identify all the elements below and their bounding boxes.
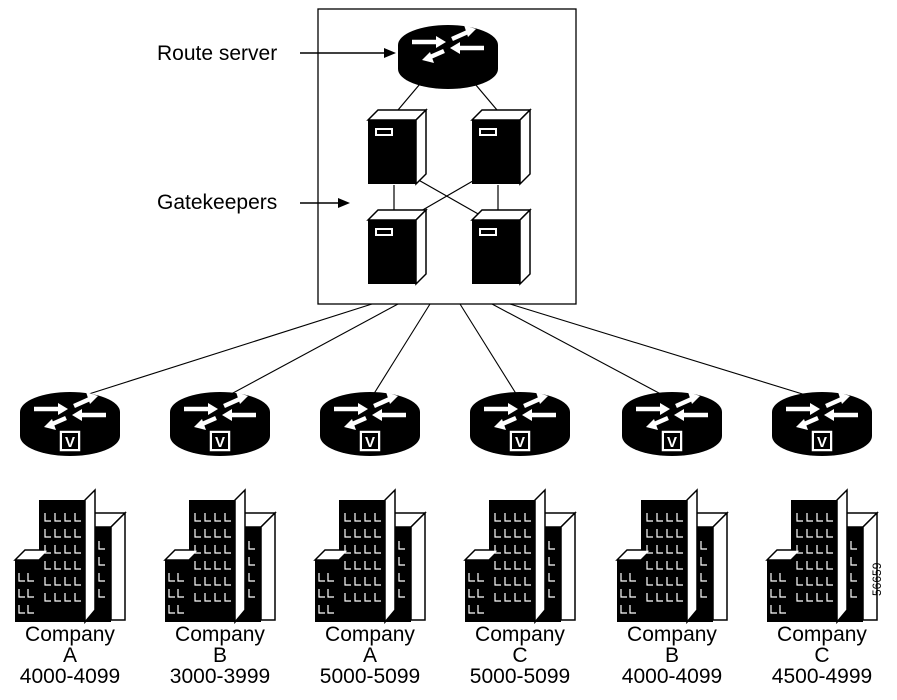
voice-badge-icon: V: [58, 429, 82, 453]
office-building-icon: [616, 489, 728, 623]
gatekeeper-server-icon: [367, 109, 427, 185]
site-letter: B: [664, 644, 679, 667]
site-links: [69, 303, 823, 401]
gatekeeper-server-icon: [471, 209, 531, 285]
route-server-router-icon: [398, 25, 498, 89]
site-range: 4000-4099: [621, 665, 723, 688]
site-company: Company: [627, 623, 717, 646]
site-letter: A: [62, 644, 77, 667]
gatekeeper-server-icon: [471, 109, 531, 185]
site-letter: C: [814, 644, 830, 667]
site-range: 5000-5099: [319, 665, 421, 688]
svg-text:V: V: [667, 434, 677, 451]
office-building-icon: [314, 489, 426, 623]
figure-id: 56659: [870, 562, 884, 596]
voice-badge-icon: V: [660, 429, 684, 453]
office-building-icon: [164, 489, 276, 623]
gatekeepers-label: Gatekeepers: [157, 191, 278, 214]
site-range: 5000-5099: [469, 665, 571, 688]
site-company: Company: [175, 623, 265, 646]
site-company: Company: [325, 623, 415, 646]
svg-text:V: V: [365, 434, 375, 451]
svg-text:V: V: [215, 434, 225, 451]
site-letter: B: [212, 644, 227, 667]
svg-text:V: V: [65, 434, 75, 451]
site-letter: A: [362, 644, 377, 667]
label-arrows: [300, 48, 396, 208]
route-server-label: Route server: [157, 42, 278, 65]
site-company: Company: [475, 623, 565, 646]
site-range: 4000-4099: [19, 665, 121, 688]
voice-badge-icon: V: [358, 429, 382, 453]
voice-badge-icon: V: [508, 429, 532, 453]
office-building-icon: [766, 489, 878, 623]
gatekeeper-server-icon: [367, 209, 427, 285]
office-building-icon: [14, 489, 126, 623]
office-building-icon: [464, 489, 576, 623]
site-range: 4500-4999: [771, 665, 873, 688]
site-letter: C: [512, 644, 528, 667]
site-range: 3000-3999: [169, 665, 271, 688]
site-company: Company: [25, 623, 115, 646]
svg-text:V: V: [515, 434, 525, 451]
voice-badge-icon: V: [810, 429, 834, 453]
voice-badge-icon: V: [208, 429, 232, 453]
site-company: Company: [777, 623, 867, 646]
svg-text:V: V: [817, 434, 827, 451]
